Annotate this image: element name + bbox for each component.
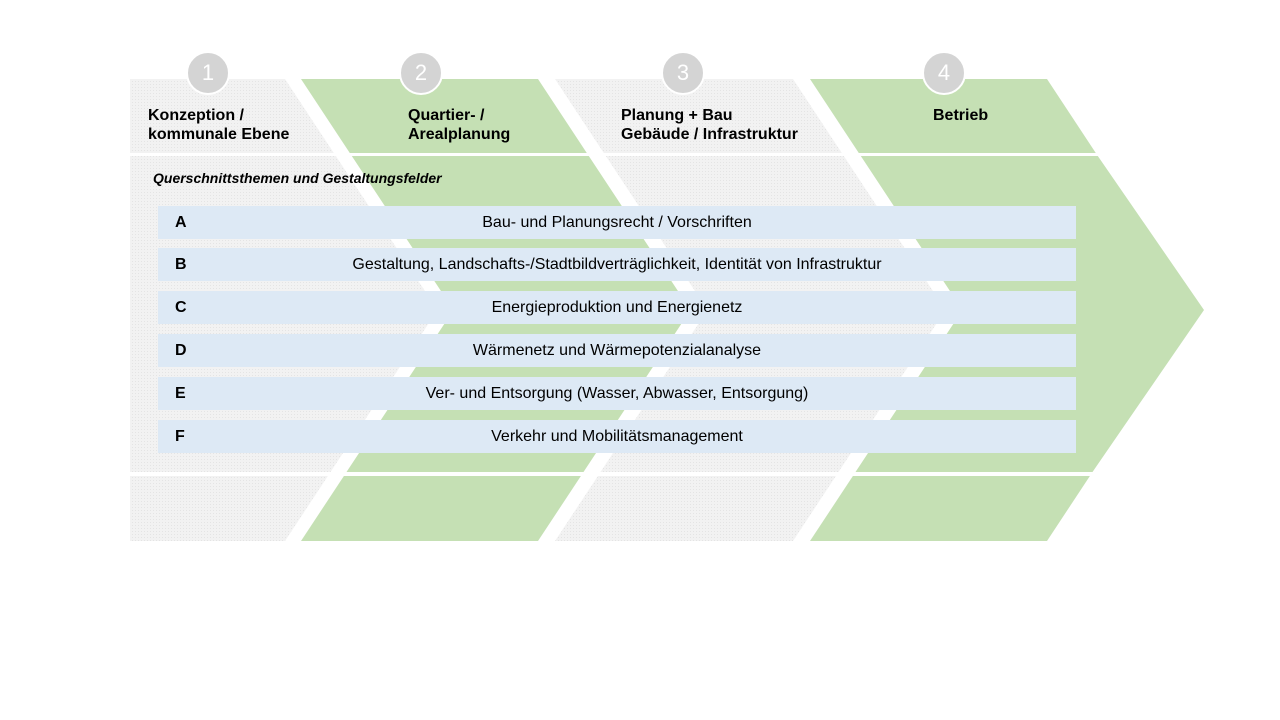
phase-title-planung-bau: Planung + Bau Gebäude / Infrastruktur bbox=[621, 107, 798, 143]
topic-row: Gestaltung, Landschafts-/Stadtbildverträ… bbox=[158, 248, 1076, 281]
phase-2-segment-header bbox=[301, 79, 587, 153]
phase-title-betrieb: Betrieb bbox=[933, 107, 989, 124]
phase-1-segment-footer bbox=[130, 476, 328, 541]
phase-4-segment-header bbox=[810, 79, 1096, 153]
phase-3-segment-footer bbox=[555, 476, 836, 541]
phase-number-badge: 2 bbox=[399, 51, 443, 95]
phase-number-badge: 4 bbox=[922, 51, 966, 95]
topic-text: Gestaltung, Landschafts-/Stadtbildverträ… bbox=[352, 256, 882, 273]
topic-text: Verkehr und Mobilitätsmanagement bbox=[491, 428, 743, 445]
topic-text: Bau- und Planungsrecht / Vorschriften bbox=[482, 214, 752, 231]
topic-letter: E bbox=[175, 385, 186, 402]
topic-text: Ver- und Entsorgung (Wasser, Abwasser, E… bbox=[425, 385, 809, 402]
phase-title-konzeption: Konzeption / kommunale Ebene bbox=[148, 107, 290, 143]
topic-letter: C bbox=[175, 299, 187, 316]
topic-letter: A bbox=[175, 214, 187, 231]
topic-letter: F bbox=[175, 428, 185, 445]
phase-3-segment-header bbox=[555, 79, 842, 153]
topic-text: Wärmenetz und Wärmepotenzialanalyse bbox=[472, 342, 762, 359]
topic-row: Bau- und Planungsrecht / Vorschriften A bbox=[158, 206, 1076, 239]
topic-text: Energieproduktion und Energienetz bbox=[491, 299, 743, 316]
phase-number-badge: 1 bbox=[186, 51, 230, 95]
phase-1-segment-header bbox=[130, 79, 334, 153]
topic-letter: D bbox=[175, 342, 187, 359]
phase-number-badge: 3 bbox=[661, 51, 705, 95]
topic-row: Wärmenetz und Wärmepotenzialanalyse D bbox=[158, 334, 1076, 367]
section-title: Querschnittsthemen und Gestaltungsfelder bbox=[153, 170, 442, 186]
phase-title-quartier: Quartier- / Arealplanung bbox=[408, 107, 511, 143]
topic-letter: B bbox=[175, 256, 187, 273]
phase-2-segment-footer bbox=[301, 476, 581, 541]
topic-row: Verkehr und Mobilitätsmanagement F bbox=[158, 420, 1076, 453]
phase-4-segment-footer bbox=[810, 476, 1090, 541]
topic-row: Energieproduktion und Energienetz C bbox=[158, 291, 1076, 324]
topic-row: Ver- und Entsorgung (Wasser, Abwasser, E… bbox=[158, 377, 1076, 410]
